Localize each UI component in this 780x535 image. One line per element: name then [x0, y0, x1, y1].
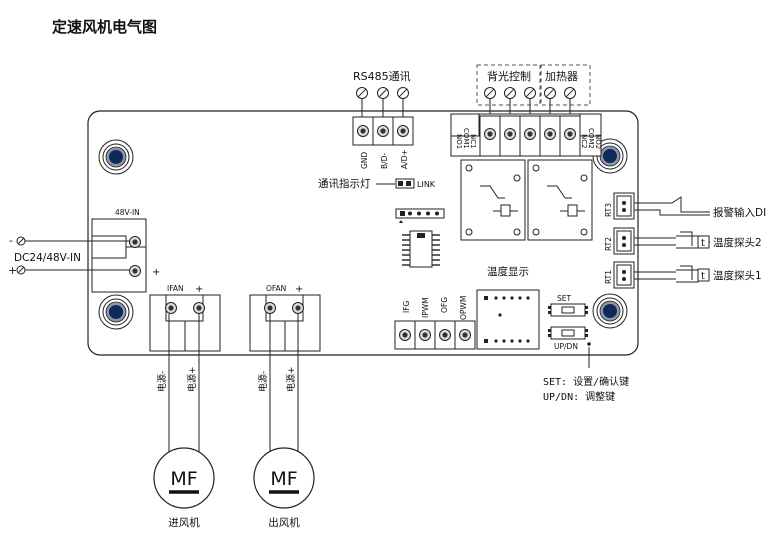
inlet-fan-name: 进风机: [168, 516, 200, 529]
outlet-fan-wire-minus: 电源-: [257, 371, 269, 392]
set-note: SET: 设置/确认键: [543, 375, 629, 388]
rt3-connector: [613, 192, 635, 220]
mounting-hole-icon: [592, 293, 628, 329]
pin-header: [395, 208, 445, 223]
relay-2: [527, 159, 593, 241]
backlight-group-box: [476, 64, 541, 106]
link-indicator-label: 通讯指示灯: [318, 177, 371, 190]
page-title: 定速风机电气图: [52, 18, 158, 36]
rs485-pin-bd: B/D-: [380, 153, 389, 169]
ofan-label: OFAN: [266, 284, 286, 293]
ofan-connector: [249, 294, 321, 352]
inlet-fan-symbol: MF: [170, 468, 197, 490]
outlet-fan-wires: [269, 314, 299, 462]
inlet-fan-wire-plus: 电源+: [186, 366, 198, 392]
relay-pin-no2: NO2: [594, 134, 602, 149]
outlet-fan-name: 出风机: [268, 516, 300, 529]
alarm-input-wiring: [634, 196, 710, 216]
ifan-connector: [149, 294, 221, 352]
updn-button: [548, 326, 588, 340]
outlet-fan-symbol: MF: [270, 468, 297, 490]
signal-pin-ipwm: IPWM: [421, 297, 430, 318]
rs485-terminal-block: [352, 116, 414, 146]
rs485-label: RS485通讯: [353, 70, 411, 83]
ic-chip-icon: [402, 230, 440, 268]
heater-label: 加热器: [545, 70, 578, 83]
supply-plus: +: [8, 264, 17, 277]
power-in-plus: +: [152, 267, 160, 278]
rs485-screws: [356, 87, 409, 117]
temp-probe-2-symbol: t: [701, 238, 705, 249]
temp-probe-1-symbol: t: [701, 271, 705, 282]
inlet-fan-icon: [153, 447, 215, 509]
outlet-fan-wire-plus: 电源+: [285, 366, 297, 392]
rs485-pin-ad: A/D+: [400, 149, 409, 169]
set-button: [548, 303, 588, 317]
power-in-connector: [91, 218, 147, 293]
signal-pin-ofg: OFG: [440, 297, 449, 313]
power-supply-label: DC24/48V-IN: [14, 252, 81, 264]
ifan-label: IFAN: [167, 284, 184, 293]
rt2-label: RT2: [604, 237, 613, 251]
temp-probe-2-symbol-box: [697, 235, 710, 249]
relay-pin-com1: COM1: [462, 128, 470, 149]
ofan-plus: +: [295, 284, 303, 295]
signal-pin-ifg: IFG: [402, 300, 411, 313]
heater-group-box: [540, 64, 591, 106]
relay-terminal-block: [450, 113, 602, 157]
inlet-fan-wire-minus: 电源-: [156, 371, 168, 392]
supply-minus: -: [9, 234, 13, 247]
temp-probe-1-label: 温度探头1: [713, 269, 762, 282]
rs485-pin-gnd: GND: [360, 152, 369, 169]
relay-pin-nc1: NC1: [469, 134, 477, 149]
temp-probe-1-symbol-box: [697, 268, 710, 282]
updn-note: UP/DN: 调整键: [543, 390, 615, 403]
temp-display: [476, 289, 540, 350]
supply-terminal-icon: [16, 236, 26, 275]
temp-display-label: 温度显示: [487, 265, 529, 278]
mounting-hole-icon: [98, 294, 134, 330]
relay-pin-no1: NO1: [455, 134, 463, 149]
outlet-fan-icon: [253, 447, 315, 509]
power-in-label: 48V-IN: [115, 208, 140, 217]
signal-connector: [394, 320, 476, 350]
temp-probe-1-wiring: [634, 265, 699, 283]
temp-probe-2-label: 温度探头2: [713, 236, 762, 249]
rt3-label: RT3: [604, 203, 613, 217]
set-button-label: SET: [557, 294, 571, 303]
updn-button-label: UP/DN: [554, 342, 578, 351]
relay-1: [460, 159, 526, 241]
backlight-label: 背光控制: [487, 69, 531, 83]
link-jumper-icon: [395, 178, 415, 189]
rt1-connector: [613, 261, 635, 289]
button-note-dot: [587, 342, 591, 346]
relay-pin-com2: COM2: [587, 128, 595, 149]
alarm-input-label: 报警输入DI: [713, 206, 766, 219]
signal-pin-opwm: OPWM: [459, 296, 468, 320]
ifan-plus: +: [195, 284, 203, 295]
rt2-connector: [613, 227, 635, 255]
inlet-fan-wires: [168, 314, 200, 462]
rt1-label: RT1: [604, 270, 613, 284]
link-label: LINK: [417, 180, 436, 189]
relay-pin-nc2: NC2: [580, 134, 588, 149]
mounting-hole-icon: [98, 139, 134, 175]
